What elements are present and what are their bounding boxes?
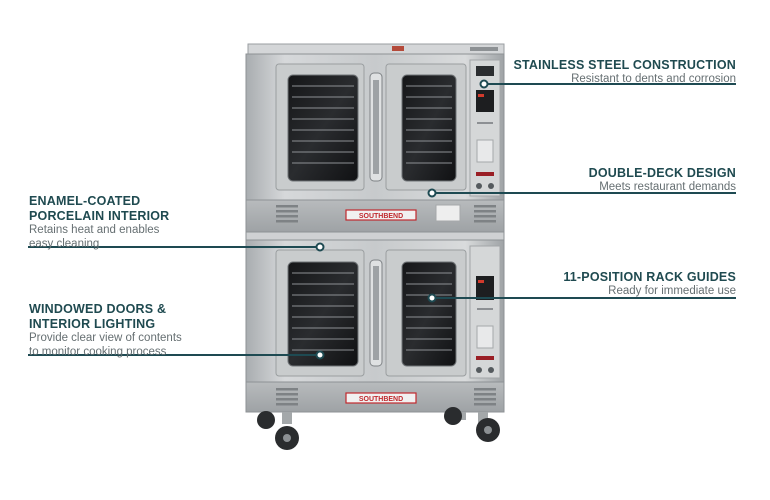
callout-title: ENAMEL-COATED PORCELAIN INTERIOR [29,194,170,223]
windowed-leader-line [28,354,320,356]
rack-guides-leader-line [432,297,736,299]
rack-guides-callout-dot[interactable] [427,293,437,302]
callout-double-deck: DOUBLE-DECK DESIGN Meets restaurant dema… [476,166,736,195]
caster-legs [257,407,500,450]
stainless-callout-dot[interactable] [479,79,489,88]
callout-description: Retains heat and enables easy cleaning [29,224,160,250]
callout-title: WINDOWED DOORS & INTERIOR LIGHTING [29,302,167,331]
windowed-callout-dot[interactable] [315,350,325,359]
enamel-leader-line [28,246,320,248]
oven-top-cap [247,43,505,55]
callout-windowed-doors: WINDOWED DOORS & INTERIOR LIGHTING Provi… [29,302,249,359]
lower-brand-plate: SOUTHBEND [359,396,403,403]
double-deck-callout-dot[interactable] [427,188,437,197]
upper-vent-band [245,199,505,233]
callout-description: Provide clear view of contents to monito… [29,332,182,358]
callout-description: Ready for immediate use [608,285,736,297]
callout-title: DOUBLE-DECK DESIGN [588,166,736,180]
callout-title: STAINLESS STEEL CONSTRUCTION [513,58,736,72]
callout-description: Meets restaurant demands [599,181,736,193]
callout-rack-guides: 11-POSITION RACK GUIDES Ready for immedi… [476,270,736,299]
lower-oven-deck [245,239,505,383]
double-deck-leader-line [432,192,736,194]
callout-enamel-interior: ENAMEL-COATED PORCELAIN INTERIOR Retains… [29,194,249,251]
callout-description: Resistant to dents and corrosion [571,73,736,85]
stainless-leader-line [484,83,736,85]
callout-stainless-steel: STAINLESS STEEL CONSTRUCTION Resistant t… [476,58,736,87]
enamel-callout-dot[interactable] [315,242,325,251]
deck-divider [245,231,505,241]
upper-oven-deck [245,53,505,201]
lower-vent-band [245,381,505,413]
callout-title: 11-POSITION RACK GUIDES [563,270,736,284]
upper-brand-plate: SOUTHBEND [359,213,403,220]
